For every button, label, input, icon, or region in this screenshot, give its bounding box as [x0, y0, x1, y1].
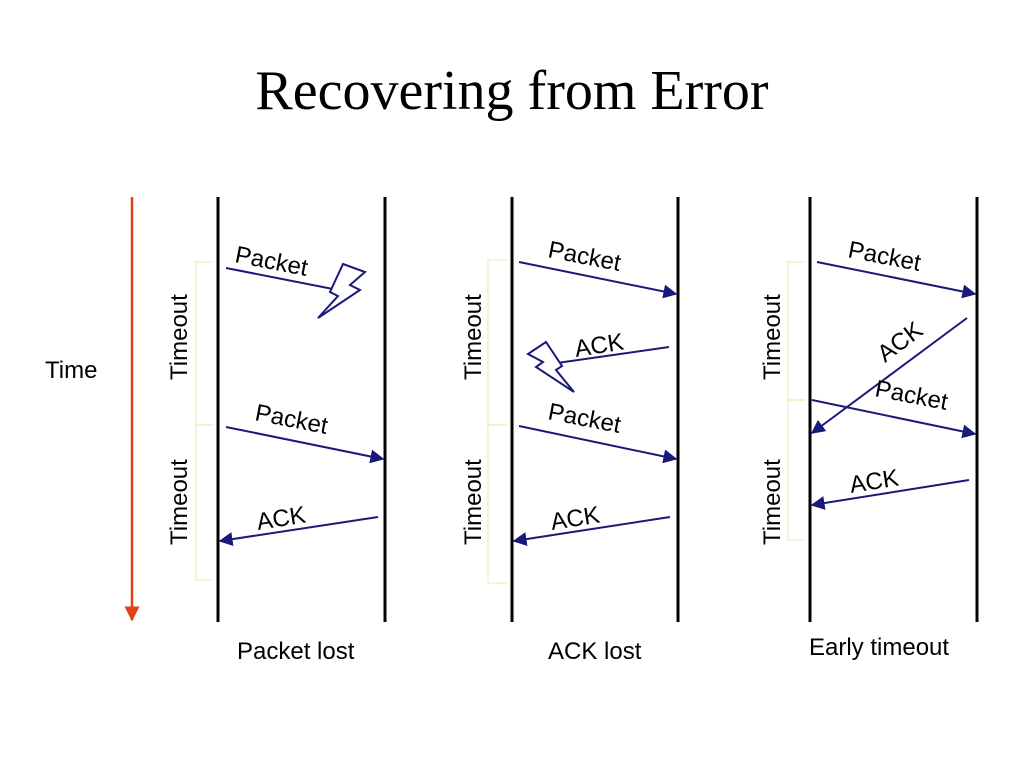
timeout-bracket [787, 261, 805, 401]
message-label: ACK [255, 502, 308, 536]
message-label: Packet [546, 236, 624, 277]
message-label: ACK [549, 502, 602, 536]
panel-caption: Early timeout [809, 634, 949, 661]
packet-arrow [816, 261, 977, 299]
timeout-label: Timeout [166, 294, 193, 380]
panel-caption: ACK lost [548, 638, 642, 665]
ack-arrow [218, 516, 379, 547]
time-label: Time [45, 357, 97, 384]
panel-packet-lost: Timeout Timeout Packet Packet ACK Packet… [166, 197, 387, 665]
ack-arrow [810, 317, 968, 434]
timeout-bracket [487, 259, 507, 426]
message-label: ACK [872, 317, 928, 368]
panel-early-timeout: Timeout Timeout Packet ACK Packet ACK Ea… [759, 197, 979, 661]
timeout-label: Timeout [759, 459, 786, 545]
timeout-label: Timeout [460, 294, 487, 380]
timeout-bracket [195, 261, 213, 426]
timeout-bracket [487, 424, 507, 584]
ack-arrow [810, 479, 970, 510]
slide-title: Recovering from Error [255, 60, 769, 122]
timeout-label: Timeout [166, 459, 193, 545]
panel-ack-lost: Timeout Timeout Packet ACK Packet ACK AC… [460, 197, 680, 665]
lightning-bolt-icon [526, 340, 575, 393]
message-label: Packet [233, 241, 311, 282]
message-label: Packet [546, 398, 624, 439]
timeout-bracket [787, 399, 805, 541]
packet-arrow [225, 426, 385, 464]
message-label: ACK [848, 465, 901, 499]
panel-caption: Packet lost [237, 638, 355, 665]
lightning-bolt-icon [317, 262, 367, 319]
packet-arrow [811, 399, 977, 439]
packet-arrow [518, 425, 678, 464]
timeout-label: Timeout [460, 459, 487, 545]
timeout-label: Timeout [759, 294, 786, 380]
ack-arrow [512, 516, 671, 547]
timeout-bracket [195, 424, 213, 581]
message-label: ACK [573, 329, 626, 363]
message-label: Packet [873, 375, 951, 416]
ack-arrow-lost [556, 346, 670, 364]
packet-arrow [518, 261, 678, 299]
packet-arrow-lost [225, 267, 339, 291]
